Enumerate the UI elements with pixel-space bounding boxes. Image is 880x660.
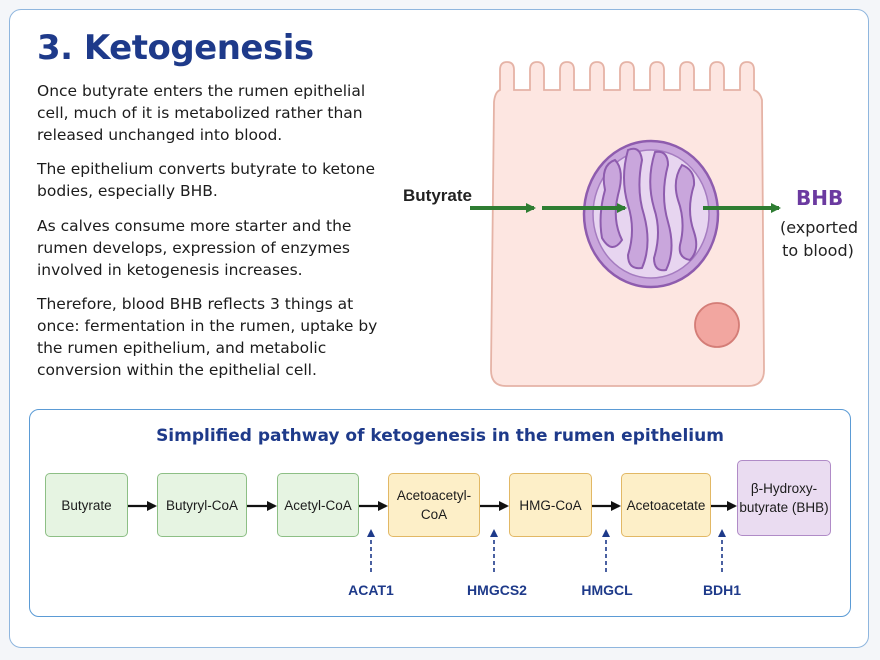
enzyme-bdh1: BDH1 [702,582,742,598]
paragraph-2: The epithelium converts butyrate to keto… [37,160,376,200]
epithelial-cell-diagram [470,61,781,387]
butyrate-label: Butyrate [403,186,472,205]
bhb-label: BHB [796,186,844,210]
paragraph-4: Therefore, blood BHB reflects 3 things a… [37,295,378,379]
pathway-title: Simplified pathway of ketogenesis in the… [156,426,724,446]
paragraph-3: As calves consume more starter and the r… [37,217,352,279]
step-acetoacetyl-coa: Acetoacetyl-CoA [388,473,480,537]
mitochondrion [582,139,720,289]
paragraph-1: Once butyrate enters the rumen epithelia… [37,82,366,144]
exported-note: (exported to blood) [780,218,859,260]
vesicle [694,302,740,348]
enzyme-hmgcl: HMGCL [581,582,633,598]
step-butyrate: Butyrate [45,473,128,537]
step-butyryl-coa: Butyryl-CoA [157,473,247,537]
step-acetyl-coa: Acetyl-CoA [277,473,359,537]
enzyme-acat1: ACAT1 [348,582,394,598]
step-hmg-coa: HMG-CoA [509,473,592,537]
page-title: 3. Ketogenesis [37,28,314,68]
step-bhb: β-Hydroxy-butyrate (BHB) [737,460,831,536]
enzyme-hmgcs2: HMGCS2 [467,582,527,598]
step-acetoacetate: Acetoacetate [621,473,711,537]
